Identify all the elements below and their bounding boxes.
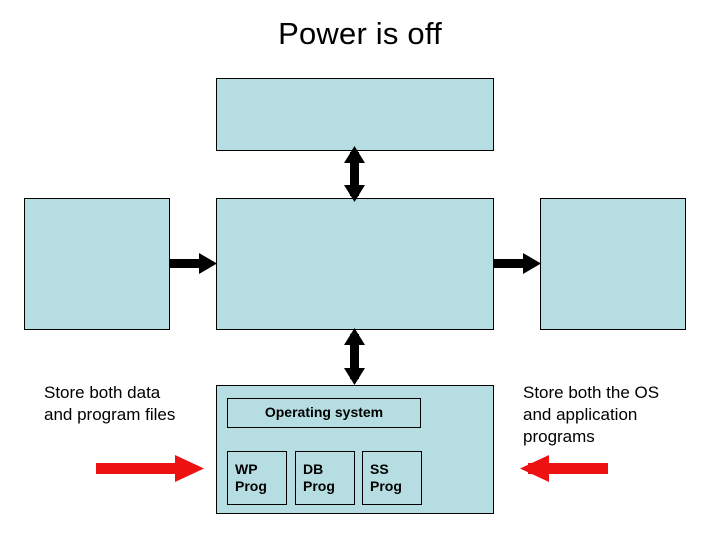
left-empty-box	[24, 198, 170, 330]
right-caption: Store both the OS and application progra…	[523, 383, 660, 447]
operating-system-box: Operating system	[227, 398, 421, 428]
ss-program-label-line1: SS	[370, 460, 389, 477]
left-caption: Store both data and program files	[44, 383, 176, 425]
db-program-label-line1: DB	[303, 460, 324, 477]
right-arrow-center-to-right	[494, 253, 541, 274]
double-headed-vertical-arrow-bottom	[344, 328, 365, 385]
right-empty-box	[540, 198, 686, 330]
ss-program-box: SS Prog	[362, 451, 422, 505]
bottom-memory-box: Operating system WP Prog DB Prog SS Prog	[216, 385, 494, 514]
wp-program-label-line2: Prog	[235, 478, 267, 494]
wp-program-box: WP Prog	[227, 451, 287, 505]
operating-system-label: Operating system	[264, 404, 384, 421]
page-title: Power is off	[278, 16, 442, 51]
wp-program-label-line1: WP	[235, 460, 258, 477]
ss-program-label-line2: Prog	[370, 478, 402, 494]
right-arrow-left-to-center	[170, 253, 217, 274]
db-program-label-line2: Prog	[303, 478, 335, 494]
top-empty-box	[216, 78, 494, 151]
red-left-arrow	[520, 455, 608, 482]
center-empty-box	[216, 198, 494, 330]
db-program-box: DB Prog	[295, 451, 355, 505]
double-headed-vertical-arrow-top	[344, 146, 365, 202]
red-right-arrow	[96, 455, 204, 482]
